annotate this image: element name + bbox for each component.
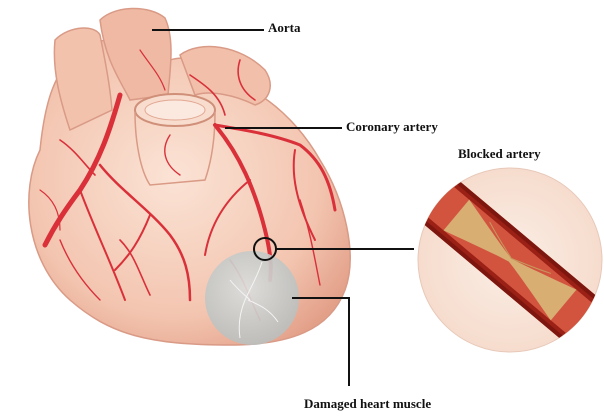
aorta-label: Aorta: [268, 20, 301, 36]
coronary-artery-label: Coronary artery: [346, 119, 438, 135]
damaged-heart-muscle-label: Damaged heart muscle: [304, 396, 431, 412]
heart: [29, 8, 350, 345]
damaged-heart-muscle-area: [205, 251, 299, 345]
blocked-artery-label: Blocked artery: [458, 146, 541, 162]
blocked-artery-magnified: [400, 161, 604, 358]
